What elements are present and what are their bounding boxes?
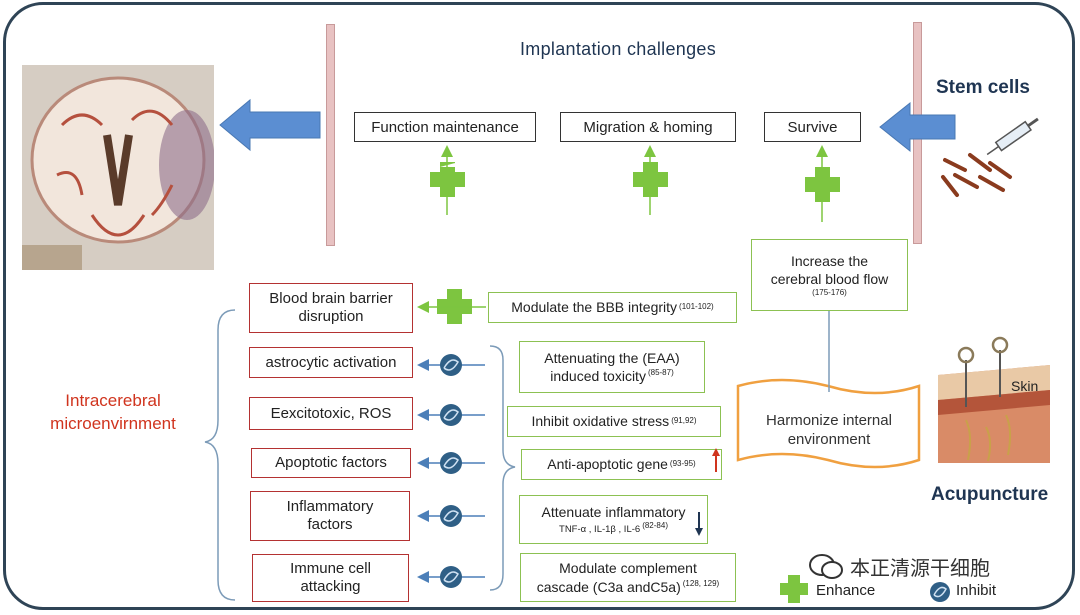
effect-inflammatory: Attenuate inflammatory TNF-α , IL-1β , I… — [519, 495, 708, 544]
inhibit-icon-astrocytic — [440, 354, 462, 376]
stem-cells-label: Stem cells — [936, 77, 1030, 98]
effect-complement-line1: Modulate complement — [559, 560, 697, 577]
brain-image — [22, 65, 215, 270]
factor-bbb-disruption: Blood brain barrier disruption — [249, 283, 413, 333]
inhibit-icon-inflammatory — [440, 505, 462, 527]
watermark: 本正清源干细胞 — [808, 552, 990, 581]
effect-bbb-ref: (101-102) — [679, 302, 714, 312]
enhance-icons — [430, 162, 840, 603]
enhance-icon-function — [430, 162, 465, 197]
harmonize-banner — [736, 378, 921, 469]
blood-flow-ref: (175-176) — [812, 287, 847, 297]
factor-inflammatory-line1: Inflammatory — [286, 498, 374, 515]
enhance-icon-survive — [805, 167, 840, 202]
effect-bbb-text: Modulate the BBB integrity — [511, 299, 678, 316]
inhibit-icon-immune — [440, 566, 462, 588]
diagram-title: Implantation challenges — [520, 39, 717, 59]
factor-bbb-line1: Blood brain barrier — [269, 290, 393, 307]
factor-excitotoxic-ros: Eexcitotoxic, ROS — [249, 397, 413, 430]
up-arrow-red-head — [712, 448, 720, 456]
enhance-icon-migration — [633, 162, 668, 197]
harmonize-line2: environment — [787, 430, 871, 448]
effect-oxidative-text: Inhibit oxidative stress — [531, 413, 670, 430]
effect-anti-apoptotic: Anti-apoptotic gene(93-95) — [521, 449, 722, 480]
arrow-from-stem-cells — [879, 101, 956, 153]
harmonize-text: Harmonize internal environment — [744, 412, 914, 450]
factor-apoptotic: Apoptotic factors — [251, 448, 411, 478]
wechat-icon — [809, 553, 843, 579]
arrow-to-brain — [219, 98, 321, 152]
effect-oxidative-stress: Inhibit oxidative stress(91,92) — [507, 406, 721, 437]
intracerebral-line2: microenvirnment — [50, 413, 176, 433]
effect-inflammatory-line1: Attenuate inflammatory — [541, 503, 686, 520]
watermark-text: 本正清源干细胞 — [850, 558, 990, 580]
challenge-migration-homing: Migration & homing — [560, 112, 736, 142]
blood-flow-line2: cerebral blood flow — [770, 270, 889, 287]
effect-eaa-toxicity: Attenuating the (EAA) induced toxicity(8… — [519, 341, 705, 393]
factor-immune-cell: Immune cell attacking — [252, 554, 409, 602]
inhibit-icons — [440, 354, 950, 602]
effect-apoptotic-ref: (93-95) — [669, 459, 696, 469]
intracerebral-label: Intracerebral microenvirnment — [38, 390, 188, 436]
factor-immune-line1: Immune cell — [290, 560, 371, 577]
effect-inflammatory-ref: (82-84) — [642, 520, 668, 530]
down-arrow-head — [695, 528, 703, 536]
brain-illustration — [22, 65, 215, 270]
inhibit-icon-apoptotic — [440, 452, 462, 474]
increase-blood-flow-box: Increase the cerebral blood flow (175-17… — [751, 239, 908, 311]
effect-bbb-integrity: Modulate the BBB integrity(101-102) — [488, 292, 737, 323]
left-divider-bar — [326, 24, 335, 246]
challenge-survive: Survive — [764, 112, 861, 142]
stem-cells-syringe-icon — [941, 117, 1039, 197]
effect-complement-ref: (128, 129) — [682, 578, 720, 588]
legend-inhibit-icon — [930, 582, 950, 602]
effect-apoptotic-text: Anti-apoptotic gene — [547, 456, 668, 473]
challenge-function-maintenance: Function maintenance — [354, 112, 536, 142]
middle-brace — [489, 345, 516, 591]
factor-astrocytic-activation: astrocytic activation — [249, 347, 413, 378]
effect-complement: Modulate complement cascade (C3a andC5a)… — [520, 553, 736, 602]
effect-eaa-ref: (85-87) — [647, 368, 674, 378]
factor-inflammatory-line2: factors — [307, 516, 353, 533]
inhibit-icon-excitotoxic — [440, 404, 462, 426]
legend-enhance-label: Enhance — [816, 582, 876, 599]
effect-eaa-line1: Attenuating the (EAA) — [544, 349, 680, 366]
acupuncture-label: Acupuncture — [931, 484, 1049, 505]
outer-frame — [3, 2, 1075, 610]
blood-flow-line1: Increase the — [790, 252, 869, 269]
acupuncture-skin-illustration — [938, 336, 1050, 463]
effect-oxidative-ref: (91,92) — [671, 416, 697, 426]
effect-eaa-line2: induced toxicity — [550, 368, 646, 384]
factor-bbb-line2: disruption — [298, 308, 364, 325]
intracerebral-line1: Intracerebral — [65, 391, 161, 410]
left-brace — [204, 309, 236, 601]
skin-label: Skin — [1011, 378, 1039, 394]
harmonize-line1: Harmonize internal — [766, 412, 892, 429]
effect-inflammatory-line2: TNF-α , IL-1β , IL-6 — [559, 524, 641, 535]
effect-complement-line2: cascade (C3a andC5a) — [536, 578, 681, 595]
factor-inflammatory: Inflammatory factors — [250, 491, 410, 541]
legend-enhance-icon — [780, 575, 808, 603]
factor-immune-line2: attacking — [300, 578, 361, 595]
legend-inhibit-label: Inhibit — [956, 582, 997, 599]
